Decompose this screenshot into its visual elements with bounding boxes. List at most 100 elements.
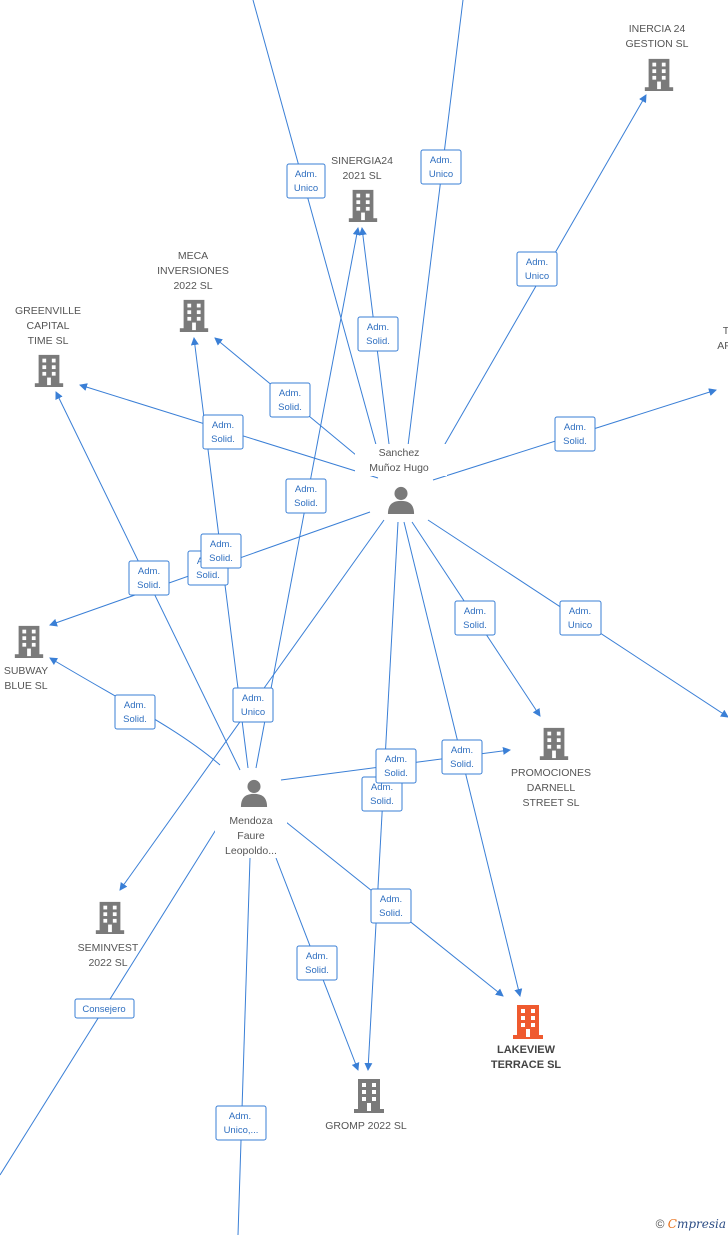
edge-label[interactable]: Adm. Solid.	[269, 382, 311, 418]
node-sanchez-label-bg	[355, 444, 447, 476]
edge-label[interactable]: Adm. Solid.	[285, 478, 327, 514]
edge-label-line: Solid.	[123, 714, 147, 725]
node-greenville-label-3: TIME SL	[28, 335, 69, 347]
node-subway-label-2: BLUE SL	[4, 680, 47, 692]
node-promociones-label-2: DARNELL	[527, 782, 576, 794]
edge-label-line: Solid.	[305, 965, 329, 976]
building-icon	[348, 189, 378, 222]
building-icon	[14, 625, 44, 658]
edge-labels: Adm. Unico Adm. Unico Adm. Unico Adm. So…	[74, 149, 602, 1141]
edge-label-line: Adm.	[464, 606, 486, 617]
node-partial-label-1: T	[723, 325, 728, 337]
edge-label-line: Solid.	[211, 434, 235, 445]
edge-label-line: Solid.	[450, 759, 474, 770]
node-sinergia[interactable]: SINERGIA24 2021 SL	[331, 155, 393, 222]
node-gromp[interactable]: GROMP 2022 SL	[325, 1079, 407, 1132]
edge-label[interactable]: Adm. Solid.	[202, 414, 244, 450]
edge-label-line: Unico,...	[224, 1125, 259, 1136]
edge-label[interactable]: Adm. Unico	[559, 600, 602, 636]
edge-label[interactable]: Adm. Solid.	[200, 533, 242, 569]
edge-label[interactable]: Adm. Solid.	[357, 316, 399, 352]
watermark: © Cmpresia	[656, 1217, 726, 1231]
node-lakeview-label-2: TERRACE SL	[491, 1059, 562, 1071]
edge-label[interactable]: Adm. Unico	[516, 251, 558, 287]
node-gromp-label-1: GROMP 2022 SL	[325, 1120, 407, 1132]
building-icon	[179, 299, 209, 332]
edge-label[interactable]: Adm. Unico,...	[215, 1105, 267, 1141]
node-greenville[interactable]: GREENVILLE CAPITAL TIME SL	[15, 305, 81, 387]
node-meca[interactable]: MECA INVERSIONES 2022 SL	[157, 250, 229, 332]
edge-label-line: Unico	[568, 620, 592, 631]
edge-label-line: Solid.	[294, 498, 318, 509]
edge-label-line: Adm.	[430, 155, 452, 166]
node-seminvest[interactable]: SEMINVEST 2022 SL	[78, 901, 139, 969]
edge-label-line: Adm.	[569, 606, 591, 617]
edge-label[interactable]: Adm. Solid.	[361, 776, 403, 812]
brand-logo-letter: C	[667, 1217, 677, 1231]
edge-label-line: Unico	[241, 707, 265, 718]
node-lakeview[interactable]: LAKEVIEW TERRACE SL	[491, 1005, 562, 1071]
edge-label-line: Unico	[525, 271, 549, 282]
edge-label[interactable]: Adm. Solid.	[454, 600, 496, 636]
edge-label[interactable]: Adm. Solid.	[441, 739, 483, 775]
edge-label-line: Adm.	[242, 693, 264, 704]
edge-label-line: Solid.	[379, 908, 403, 919]
node-sanchez-label-2: Muñoz Hugo	[369, 462, 429, 474]
edge-label-line: Adm.	[371, 782, 393, 793]
edge-label[interactable]: Adm. Solid.	[114, 694, 156, 730]
building-icon	[34, 354, 64, 387]
node-subway-label-1: SUBWAY	[4, 665, 48, 677]
edge-sanchez-top-left	[252, 0, 384, 471]
node-inercia[interactable]: INERCIA 24 GESTION SL	[625, 23, 689, 91]
edge-label-line: Solid.	[463, 620, 487, 631]
node-seminvest-label-1: SEMINVEST	[78, 942, 139, 954]
edge-label-line: Adm.	[367, 322, 389, 333]
edge-label[interactable]: Adm. Unico	[232, 687, 274, 723]
node-promociones[interactable]: PROMOCIONES DARNELL STREET SL	[511, 727, 591, 809]
node-mendoza-label-2: Faure	[237, 830, 265, 842]
edge-label[interactable]: Adm. Solid.	[370, 888, 412, 924]
person-icon	[387, 486, 415, 514]
building-icon	[354, 1079, 384, 1113]
node-partial-right[interactable]: T AF	[717, 325, 728, 352]
edge-label-line: Adm.	[229, 1111, 251, 1122]
edge-label[interactable]: Adm. Unico	[286, 163, 326, 199]
edge-label[interactable]: Consejero	[74, 998, 135, 1019]
node-inercia-label-1: INERCIA 24	[629, 23, 686, 35]
edge-label-line: Solid.	[137, 580, 161, 591]
building-icon	[539, 727, 569, 760]
node-meca-label-2: INVERSIONES	[157, 265, 229, 277]
node-subway[interactable]: SUBWAY BLUE SL	[4, 625, 48, 692]
edge-label-line: Solid.	[196, 570, 220, 581]
edge-label-line: Adm.	[451, 745, 473, 756]
node-greenville-label-1: GREENVILLE	[15, 305, 81, 317]
person-icon	[240, 779, 268, 807]
edge-label-line: Adm.	[138, 566, 160, 577]
edge-label[interactable]: Adm. Solid.	[375, 748, 417, 784]
building-icon-main	[513, 1005, 543, 1039]
node-meca-label-1: MECA	[178, 250, 208, 262]
edge-label-line: Adm.	[279, 388, 301, 399]
edge-label-line: Adm.	[212, 420, 234, 431]
edge-label[interactable]: Adm. Solid.	[128, 560, 170, 596]
node-sinergia-label-1: SINERGIA24	[331, 155, 393, 167]
node-meca-label-3: 2022 SL	[173, 280, 212, 292]
edge-label-line: Adm.	[210, 539, 232, 550]
node-sanchez[interactable]: Sanchez Muñoz Hugo	[355, 444, 447, 514]
edge-label[interactable]: Adm. Solid.	[554, 416, 596, 452]
node-lakeview-label-1: LAKEVIEW	[497, 1044, 556, 1056]
nodes: INERCIA 24 GESTION SL SINERGIA24 2021 SL…	[4, 23, 728, 1132]
brand-logo-text: mpresia	[676, 1217, 726, 1231]
node-mendoza[interactable]: Mendoza Faure Leopoldo...	[215, 779, 287, 858]
edge-label-line: Solid.	[384, 768, 408, 779]
edge-label-line: Solid.	[563, 436, 587, 447]
edge-label[interactable]: Adm. Unico	[420, 149, 462, 185]
node-sinergia-label-2: 2021 SL	[342, 170, 381, 182]
edge-label-line: Adm.	[306, 951, 328, 962]
edge-label-line: Adm.	[564, 422, 586, 433]
node-promociones-label-3: STREET SL	[523, 797, 580, 809]
edge-label-line: Solid.	[366, 336, 390, 347]
edge-label[interactable]: Adm. Solid.	[296, 945, 338, 981]
